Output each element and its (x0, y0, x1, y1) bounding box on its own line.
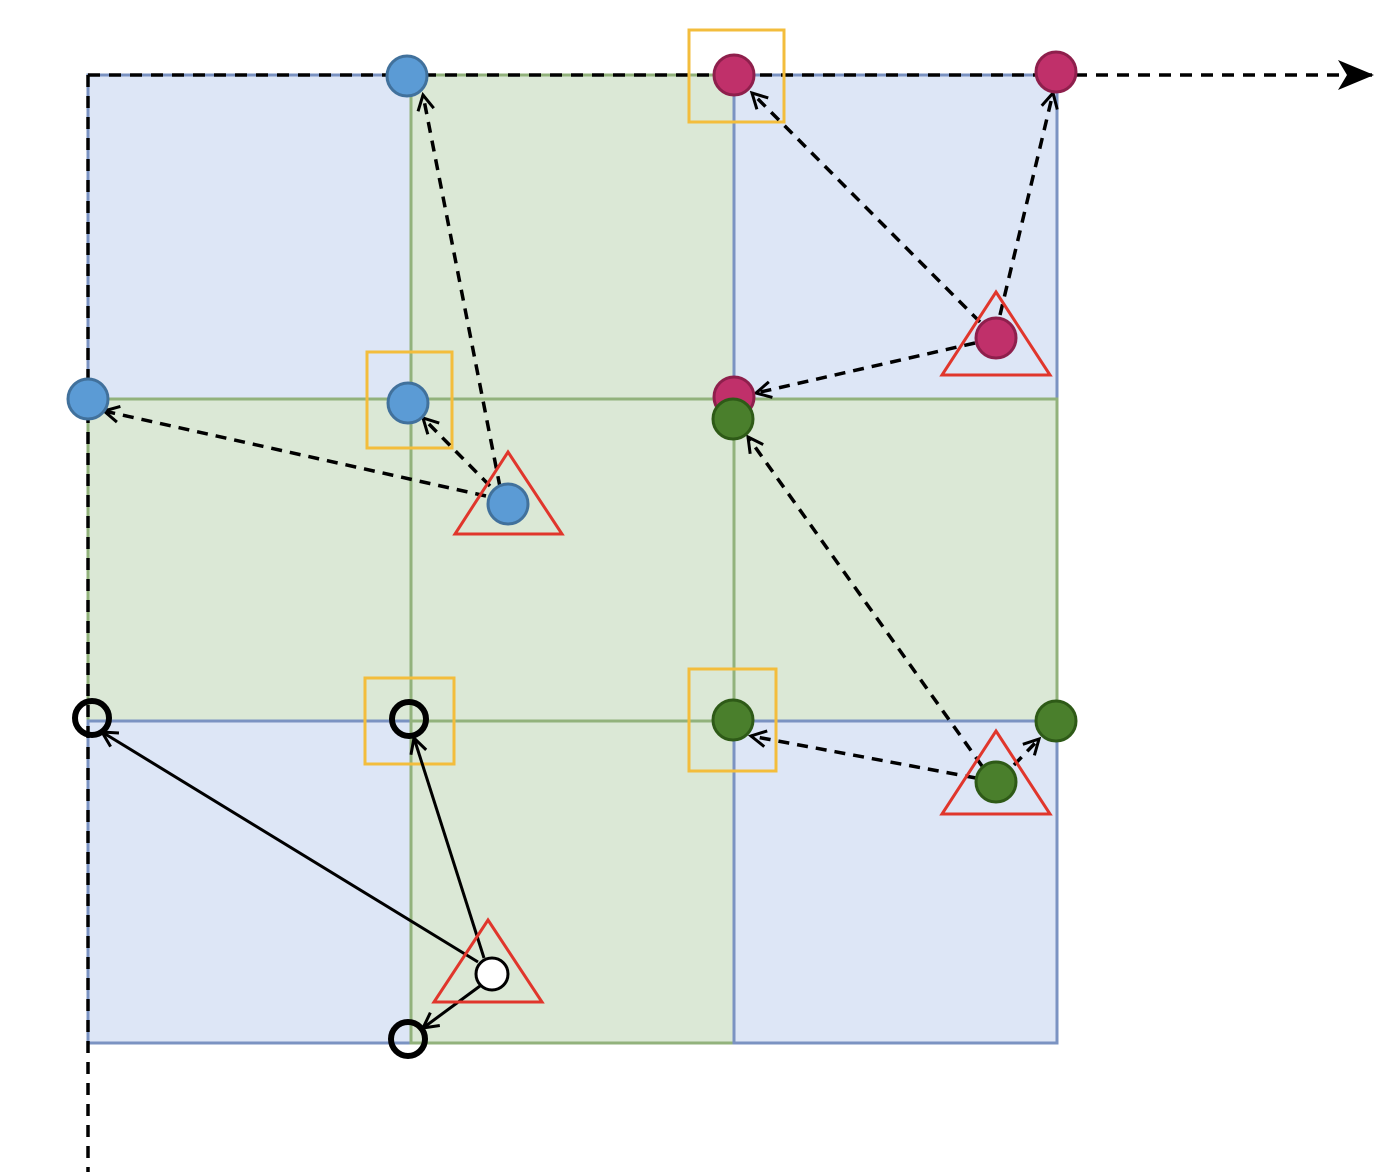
cell-r2-c1 (86, 397, 413, 723)
cell-r3-c2 (409, 719, 736, 1045)
point-hollow-target-mid (389, 699, 429, 739)
highlight-box-blue (365, 350, 454, 450)
cell-r3-c1 (86, 719, 413, 1045)
arrow-magenta-to-top-mid (752, 93, 982, 324)
point-blue-target-left (66, 377, 110, 421)
arrow-green-to-upper (748, 437, 984, 768)
triangles (431, 289, 1053, 1004)
point-blue-source (486, 482, 530, 526)
arrow-hollow-to-mid (414, 738, 486, 959)
point-magenta-target-top-mid (712, 53, 756, 97)
point-magenta-target-top-right (1034, 50, 1078, 94)
cell-r2-c2 (409, 397, 736, 723)
arrow-green-to-mid (751, 736, 977, 780)
points (66, 50, 1078, 1059)
triangle-green-source (939, 728, 1053, 816)
cell-r2-c3 (732, 397, 1059, 723)
point-magenta-source (974, 316, 1018, 360)
arrow-green-to-right (1012, 739, 1039, 767)
point-blue-target-top (385, 54, 429, 98)
triangle-magenta-source (939, 289, 1053, 377)
triangle-blue-source (452, 449, 565, 536)
point-green-target-upper (711, 397, 755, 441)
highlight-box-magenta (687, 28, 786, 124)
axes (86, 60, 1374, 1172)
highlight-boxes (363, 28, 786, 773)
arrow-blue-to-left (104, 411, 487, 498)
highlight-box-green (687, 667, 778, 773)
arrow-blue-to-mid (423, 418, 492, 488)
arrow-hollow-to-left (102, 732, 479, 964)
highlight-box-hollow (363, 676, 456, 766)
grid (86, 73, 1059, 1045)
point-hollow-target-bottom (388, 1019, 428, 1059)
triangle-hollow-source (431, 917, 545, 1004)
arrow-hollow-to-bottom (423, 984, 481, 1028)
cell-r1-c2 (409, 73, 736, 401)
arrow-blue-to-top (423, 95, 502, 488)
cell-r1-c1 (86, 73, 413, 401)
arrow-magenta-to-top-right (998, 93, 1053, 316)
arrows (102, 93, 1053, 1028)
point-blue-target-mid (386, 381, 430, 425)
point-hollow-source (474, 956, 510, 992)
point-hollow-target-left (72, 698, 112, 738)
point-green-target-mid (711, 698, 755, 742)
point-green-target-right (1034, 699, 1078, 743)
point-green-source (974, 760, 1018, 804)
